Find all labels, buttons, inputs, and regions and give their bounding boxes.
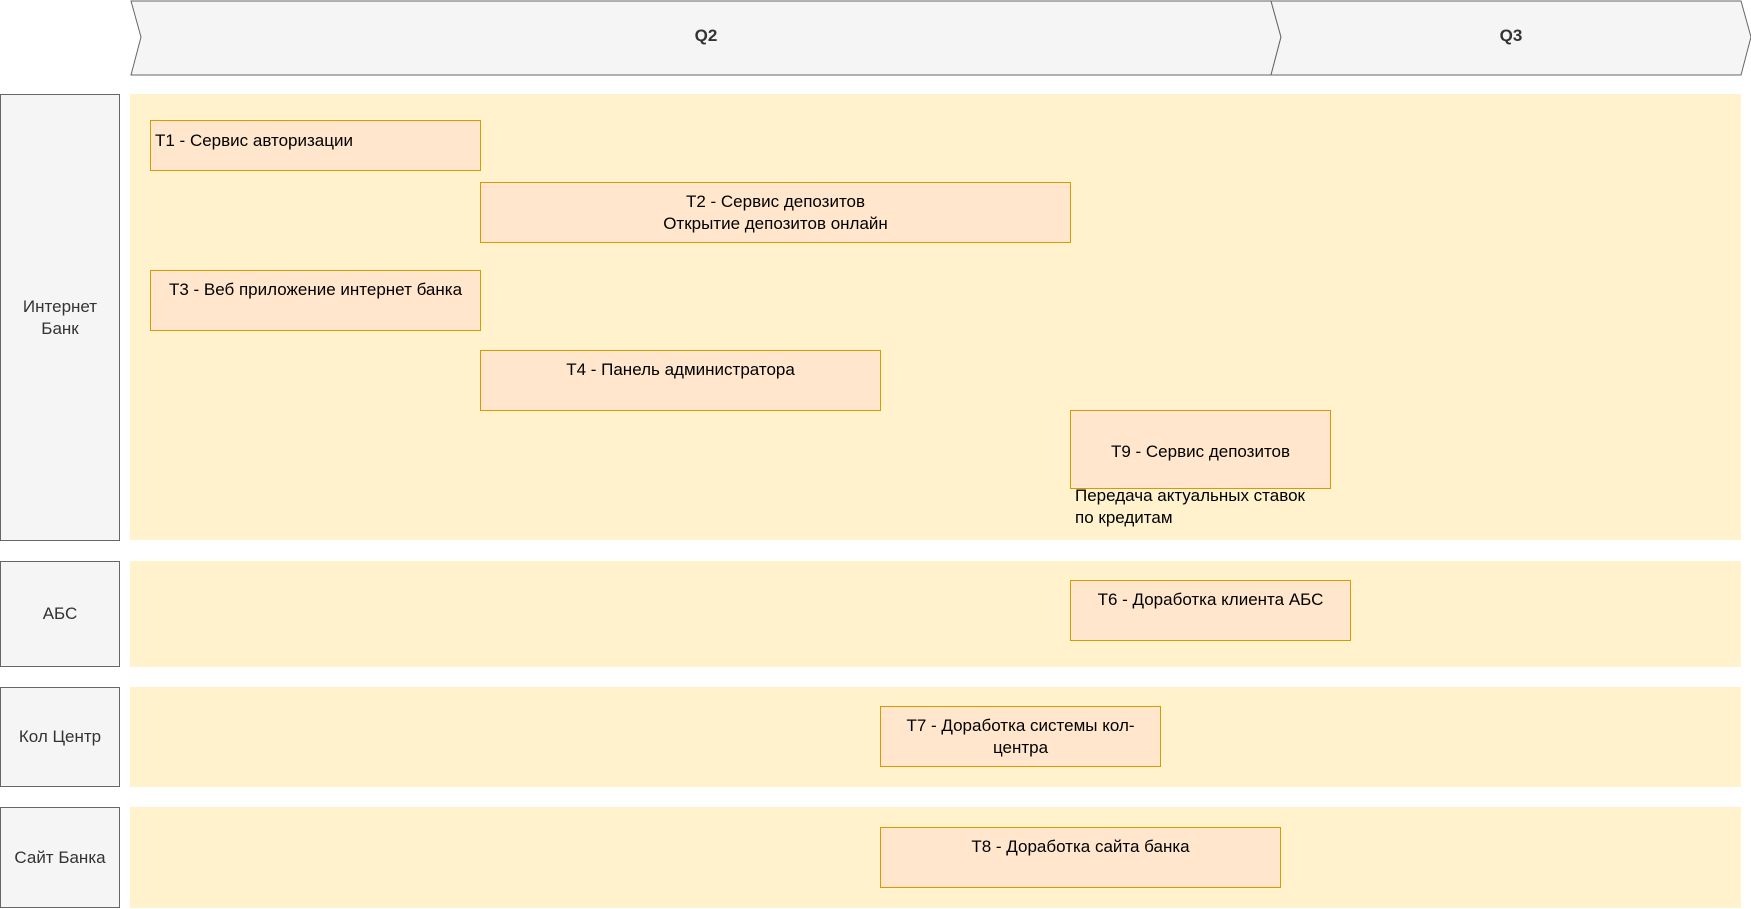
lane-label-call-center[interactable]: Кол Центр <box>0 687 120 787</box>
phase-q3-shape[interactable] <box>1270 0 1751 76</box>
task-t1[interactable]: T1 - Сервис авторизации <box>150 120 481 171</box>
lane-label-bank-site[interactable]: Сайт Банка <box>0 807 120 908</box>
lane-abs <box>130 561 1741 667</box>
task-t9-title: T9 - Сервис депозитов <box>1110 442 1291 461</box>
task-t9-subtitle: Передача актуальных ставок по кредитам <box>1075 486 1305 527</box>
task-t7[interactable]: T7 - Доработка системы кол- центра <box>880 706 1161 767</box>
lane-label-internet-bank[interactable]: Интернет Банк <box>0 94 120 541</box>
task-t9[interactable]: T9 - Сервис депозитов Передача актуальны… <box>1070 410 1331 527</box>
phase-bar <box>130 0 1751 76</box>
lane-label-abs[interactable]: АБС <box>0 561 120 667</box>
phase-q2-label: Q2 <box>694 26 718 45</box>
task-t3[interactable]: T3 - Веб приложение интернет банка <box>150 270 481 331</box>
task-t4[interactable]: T4 - Панель администратора <box>480 350 881 411</box>
task-t6[interactable]: T6 - Доработка клиента АБС <box>1070 580 1351 641</box>
task-t8[interactable]: T8 - Доработка сайта банка <box>880 827 1281 888</box>
task-t2[interactable]: T2 - Сервис депозитов Открытие депозитов… <box>480 182 1071 243</box>
phase-q3-label: Q3 <box>1499 26 1523 45</box>
